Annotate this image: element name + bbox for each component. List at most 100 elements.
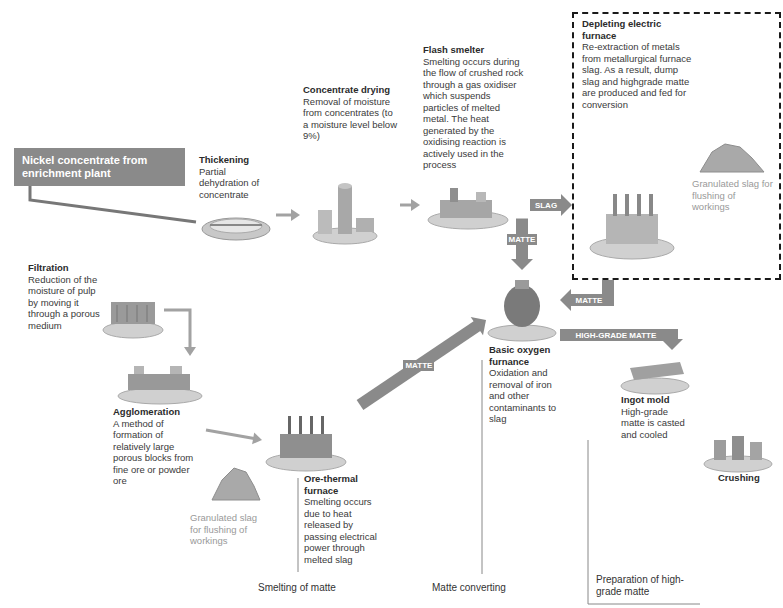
agglomeration-icon (128, 374, 190, 390)
agglomeration-icon (134, 366, 144, 374)
arrow-head (561, 194, 572, 216)
ingot-mold-icon (621, 362, 689, 394)
step-title: Flash smelter (423, 44, 527, 56)
arrow-head (560, 289, 571, 311)
input-band: Nickel concentrate from enrichment plant (14, 148, 185, 186)
flash-smelter-icon (428, 188, 508, 229)
crushing-icon (714, 440, 726, 460)
dryer-icon (313, 183, 377, 244)
step-title: Ingot mold (621, 394, 689, 406)
thickener-icon (202, 218, 270, 240)
conveyor-line (30, 186, 196, 222)
section-divider (298, 478, 299, 572)
arrow-head (411, 199, 420, 211)
flow-arrow (400, 199, 420, 211)
depleting-furnace-icon (590, 194, 674, 259)
flow-band (560, 280, 608, 311)
converter-icon (504, 285, 540, 327)
arrow-head (471, 317, 486, 335)
process-step: FiltrationReduction of the moisture of p… (24, 258, 164, 335)
flow-label: MATTE (507, 234, 538, 245)
arrow-head (511, 259, 533, 270)
slag-pile-icon (700, 144, 764, 172)
ore-thermal-furnace-icon (299, 416, 302, 434)
agglomeration-icon (170, 366, 182, 374)
section-label: Preparation of high-grade matte (596, 574, 706, 598)
converter-icon (488, 280, 556, 341)
step-description: Removal of moisture from concentrates (t… (303, 96, 397, 142)
flash-smelter-icon (440, 200, 492, 218)
step-description: Smelting occurs during the flow of crush… (423, 56, 527, 171)
dryer-icon (356, 218, 374, 232)
flow-label: MATTE (403, 360, 434, 371)
process-step: Concentrate dryingRemoval of moisture fr… (300, 80, 400, 222)
connector-line (276, 214, 292, 217)
connector-line (400, 204, 412, 207)
ore-thermal-furnace-icon (280, 434, 332, 458)
note-label: Granulated slag for flushing of workings (692, 178, 774, 213)
ore-thermal-furnace-icon (310, 416, 313, 434)
arrow-head (291, 209, 300, 221)
converter-icon (488, 325, 556, 341)
converter-icon (515, 280, 529, 289)
filter-icon (111, 302, 155, 324)
process-step: Ore-thermal furnaceSmelting occurs due t… (262, 405, 390, 569)
step-title: Thickening (199, 154, 273, 166)
thickener-icon (202, 218, 270, 240)
crushing-icon (704, 436, 772, 472)
flow-arrow (206, 430, 262, 444)
connector-line (30, 186, 196, 222)
slag-pile-icon (700, 144, 764, 172)
filter-icon (103, 322, 163, 338)
step-title: Filtration (28, 262, 100, 274)
filter-icon (127, 305, 128, 322)
step-title: Nickel concentrate from enrichment plant (22, 154, 177, 180)
connector-line (164, 310, 190, 348)
section-divider (482, 360, 483, 574)
thickener-icon (210, 219, 262, 233)
step-description: A method of formation of relatively larg… (113, 418, 203, 487)
flash-smelter-icon (450, 188, 458, 202)
step-title: Crushing (718, 472, 775, 484)
process-step: Crushing (700, 420, 778, 488)
dryer-icon (318, 210, 332, 234)
step-title: Ore-thermal furnace (304, 473, 387, 496)
note-label: Granulated slag for flushing of workings (190, 512, 258, 547)
ore-thermal-furnace-icon (321, 416, 324, 434)
highlight-box: Depleting electric furnaceRe-extraction … (572, 12, 781, 280)
step-title: Concentrate drying (303, 84, 397, 96)
step-description: Smelting occurs due to heat released by … (304, 496, 387, 565)
process-step: ThickeningPartial dehydration of concent… (196, 150, 276, 245)
depleting-furnace-icon (625, 194, 629, 216)
arrow-head (661, 339, 683, 350)
agglomeration-icon (118, 366, 202, 404)
ore-thermal-furnace-icon (266, 416, 346, 471)
filter-icon (103, 302, 163, 338)
dryer-icon (338, 186, 352, 234)
depleting-furnace-icon (649, 194, 653, 216)
ingot-mold-icon (630, 362, 684, 380)
arrow-head (252, 433, 262, 445)
step-title: Basic oxygen furnance (489, 344, 557, 367)
section-label: Matte converting (432, 582, 542, 594)
connector-line (530, 199, 562, 211)
flow-label: SLAG (533, 200, 559, 211)
filter-icon (117, 305, 118, 322)
process-step: Basic oxygen furnanceOxidation and remov… (486, 270, 560, 429)
flow-label: MATTE (574, 295, 605, 306)
depleting-furnace-icon (637, 194, 641, 216)
ingot-mold-icon (621, 378, 689, 394)
slag-pile-icon (212, 468, 260, 500)
flow-label: HIGH-GRADE MATTE (574, 330, 659, 341)
step-description: Partial dehydration of concentrate (199, 166, 273, 201)
thickener-icon (210, 224, 262, 226)
filter-icon (147, 305, 148, 322)
connector-line (360, 326, 478, 405)
process-step: Flash smelterSmelting occurs during the … (420, 40, 530, 219)
flow-arrow (276, 209, 300, 221)
arrow-head (184, 347, 196, 356)
section-divider (298, 360, 700, 604)
process-step: AgglomerationA method of formation of re… (110, 356, 206, 491)
slag-pile-icon (212, 468, 260, 500)
